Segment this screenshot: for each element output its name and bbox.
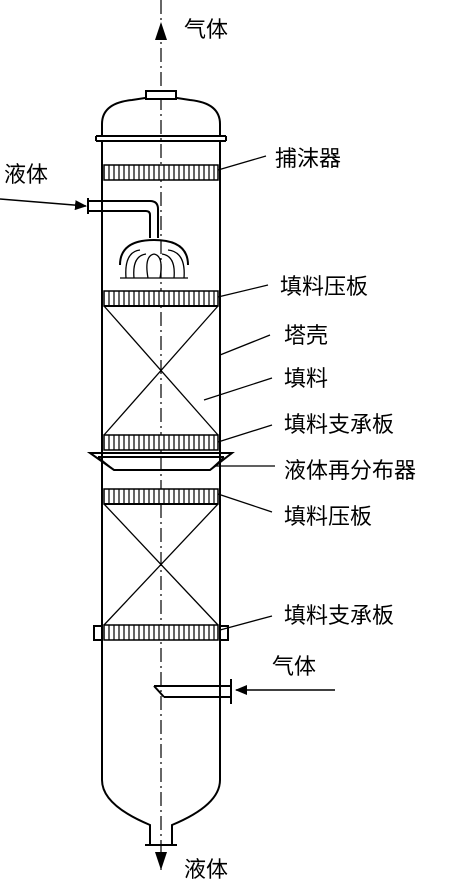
leader-lines [203, 155, 275, 631]
liquid-inlet-arrow-icon [0, 198, 87, 211]
label-support-plate-bottom: 填料支承板 [284, 604, 394, 629]
label-gas-in: 气体 [272, 655, 316, 680]
plates [103, 164, 219, 641]
packing-bed-upper [103, 305, 219, 436]
label-liquid-in: 液体 [4, 163, 48, 188]
bottom-head [101, 779, 221, 846]
liquid-inlet-pipe [87, 198, 159, 238]
top-head [95, 90, 227, 142]
support-plate-mid-grid [103, 434, 219, 451]
support-plate-bottom-grid [103, 624, 219, 641]
demister-grid [103, 164, 219, 181]
label-gas-out: 气体 [184, 18, 228, 43]
gas-outlet-arrow-icon [155, 22, 167, 40]
label-hold-down-plate-top: 填料压板 [280, 275, 368, 300]
support-lugs [93, 625, 229, 641]
liquid-distributor-spray [119, 238, 189, 279]
label-redistributor: 液体再分布器 [284, 459, 416, 484]
hold-down-plate-mid-grid [103, 488, 219, 505]
packing-bed-lower [103, 503, 219, 626]
liquid-outlet-arrow-icon [155, 852, 167, 870]
label-support-plate-mid: 填料支承板 [284, 413, 394, 438]
gas-inlet-pipe [153, 679, 232, 704]
label-liquid-out: 液体 [184, 858, 228, 883]
label-demister: 捕沫器 [275, 147, 341, 172]
label-shell: 塔壳 [284, 324, 328, 349]
label-hold-down-plate-mid: 填料压板 [284, 505, 372, 530]
label-packing: 填料 [284, 367, 328, 392]
hold-down-plate-top-grid [103, 290, 219, 307]
liquid-redistributor [86, 452, 235, 471]
